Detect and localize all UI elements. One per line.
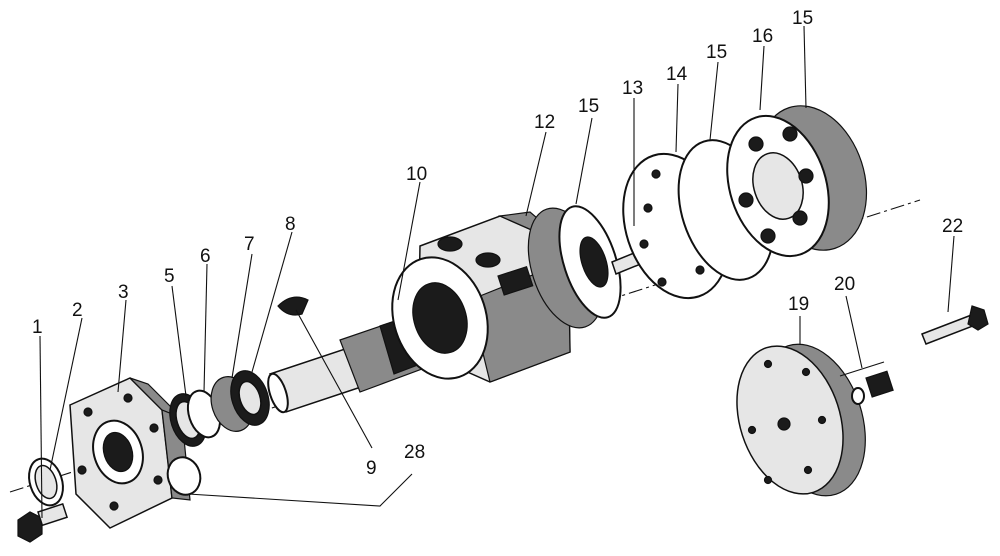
part-5-6-rings bbox=[169, 389, 222, 447]
part-3-flange bbox=[69, 377, 191, 529]
callout-10: 10 bbox=[406, 164, 427, 185]
callout-5: 5 bbox=[164, 266, 175, 287]
part-2-ring bbox=[28, 457, 64, 507]
part-22-bolt bbox=[921, 305, 989, 345]
callout-13: 13 bbox=[622, 78, 643, 99]
callout-20: 20 bbox=[834, 274, 855, 295]
callout-19: 19 bbox=[788, 294, 809, 315]
callout-15c: 15 bbox=[792, 8, 813, 29]
part-7-8-bearing bbox=[210, 370, 270, 432]
callout-2: 2 bbox=[72, 300, 83, 321]
callout-3: 3 bbox=[118, 282, 129, 303]
part-9-key bbox=[277, 296, 309, 316]
callout-9: 9 bbox=[366, 458, 377, 479]
callout-8: 8 bbox=[285, 214, 296, 235]
part-1-bolt bbox=[17, 503, 68, 543]
callout-14: 14 bbox=[666, 64, 688, 85]
callout-labels: 1 2 3 5 6 7 8 9 10 12 15 13 14 15 16 15 … bbox=[32, 8, 963, 479]
callout-15a: 15 bbox=[578, 96, 599, 117]
callout-6: 6 bbox=[200, 246, 211, 267]
callout-15b: 15 bbox=[706, 42, 727, 63]
callout-1: 1 bbox=[32, 317, 43, 338]
callout-7: 7 bbox=[244, 234, 255, 255]
callout-28: 28 bbox=[404, 442, 425, 463]
part-12-15-collar bbox=[527, 205, 622, 329]
callout-22: 22 bbox=[942, 216, 963, 237]
leader-lines bbox=[39, 25, 955, 519]
callout-12: 12 bbox=[534, 112, 555, 133]
part-16-gerotor bbox=[726, 105, 868, 258]
part-20-plug bbox=[851, 370, 894, 405]
callout-16: 16 bbox=[752, 26, 773, 47]
part-19-cover bbox=[736, 343, 866, 497]
